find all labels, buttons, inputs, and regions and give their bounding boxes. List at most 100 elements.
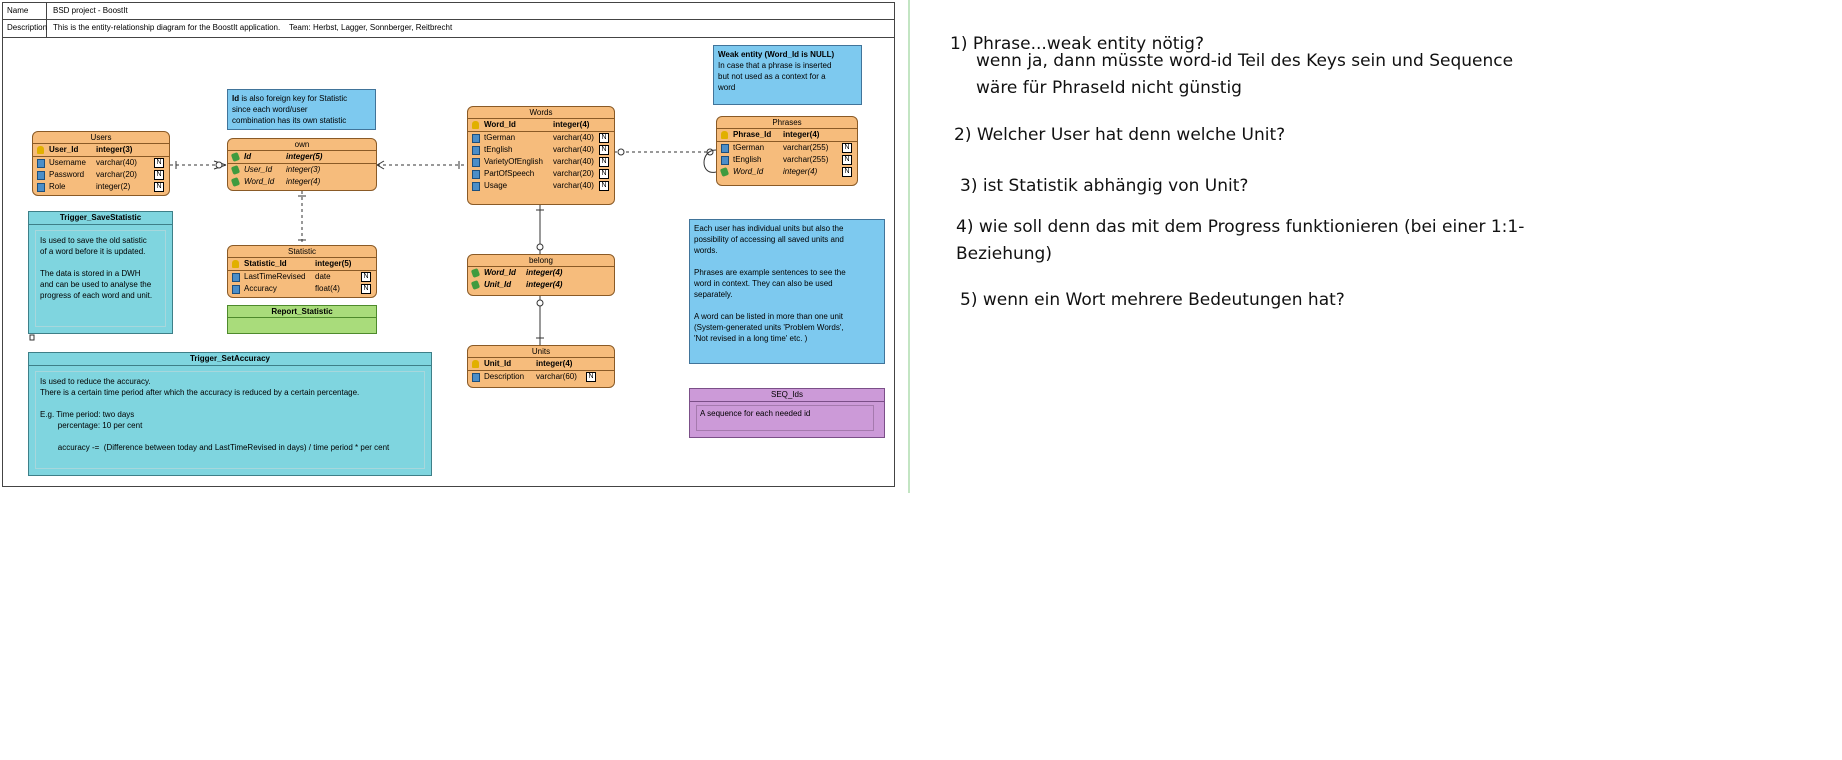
not-null-badge: N — [599, 181, 609, 191]
primary-key-icon — [37, 146, 44, 154]
sequence-body: A sequence for each needed id — [696, 405, 874, 431]
entity-title: Units — [468, 346, 614, 358]
sequence-title: SEQ_Ids — [690, 389, 884, 402]
erd-canvas: Name BSD project - BoostIt Description T… — [0, 0, 900, 490]
column-name: Password — [49, 170, 85, 179]
column-icon — [472, 158, 480, 167]
not-null-badge: N — [154, 158, 164, 168]
column-icon — [472, 182, 480, 191]
primary-key-icon — [721, 131, 728, 139]
column-type: integer(3) — [96, 145, 133, 154]
sequence-ids[interactable]: SEQ_Ids A sequence for each needed id — [689, 388, 885, 438]
column-icon — [232, 273, 240, 282]
foreign-key-icon — [230, 165, 241, 175]
column-type: integer(4) — [286, 177, 321, 186]
column-type: varchar(60) — [536, 372, 577, 381]
units-explanation-note[interactable]: Each user has individual units but also … — [689, 219, 885, 364]
column-type: integer(4) — [526, 280, 563, 289]
foreign-key-icon — [719, 167, 730, 177]
column-icon — [232, 285, 240, 294]
column-icon — [37, 159, 45, 168]
foreign-key-icon — [230, 152, 241, 162]
column-type: integer(4) — [783, 167, 818, 176]
column-type: integer(4) — [783, 130, 820, 139]
entity-title: belong — [468, 255, 614, 267]
column-name: tEnglish — [733, 155, 762, 164]
trigger-save-statistic[interactable]: Trigger_SaveStatistic Is used to save th… — [28, 211, 173, 334]
foreign-key-icon — [470, 280, 481, 290]
column-name: Statistic_Id — [244, 259, 287, 268]
many-marker — [376, 160, 385, 166]
many-marker — [376, 164, 385, 170]
not-null-badge: N — [361, 284, 371, 294]
column-type: integer(4) — [553, 120, 590, 129]
column-type: varchar(40) — [96, 158, 137, 167]
description-row: Description This is the entity-relations… — [2, 19, 895, 38]
not-null-badge: N — [586, 372, 596, 382]
entity-title: Phrases — [717, 117, 857, 129]
question-1-detail-2: wäre für PhraseId nicht günstig — [976, 78, 1242, 98]
optional-marker — [536, 299, 544, 307]
column-type: integer(3) — [286, 165, 321, 174]
weak-entity-note[interactable]: Weak entity (Word_Id is NULL) In case th… — [713, 45, 862, 105]
column-name: tGerman — [733, 143, 765, 152]
trigger-body: Is used to reduce the accuracy. There is… — [35, 371, 425, 469]
entity-title: own — [228, 139, 376, 151]
not-null-badge: N — [599, 145, 609, 155]
project-description: This is the entity-relationship diagram … — [53, 23, 453, 32]
units-entity[interactable]: Units Unit_Id integer(4) Description varch… — [467, 345, 615, 388]
id-foreign-key-note[interactable]: Id is also foreign key for Statistic sin… — [227, 89, 376, 130]
column-icon — [37, 171, 45, 180]
entity-title: Users — [33, 132, 169, 144]
not-null-badge: N — [154, 182, 164, 192]
report-statistic[interactable]: Report_Statistic — [227, 305, 377, 334]
column-icon — [721, 144, 729, 153]
note-title: Weak entity (Word_Id is NULL) — [718, 50, 835, 59]
not-null-badge: N — [842, 167, 852, 177]
trigger-set-accuracy[interactable]: Trigger_SetAccuracy Is used to reduce th… — [28, 352, 432, 476]
column-name: Word_Id — [484, 268, 516, 277]
project-name: BSD project - BoostIt — [53, 6, 128, 15]
table-row: User_Id integer(3) — [33, 144, 169, 157]
not-null-badge: N — [599, 133, 609, 143]
name-label: Name — [3, 3, 47, 19]
column-name: User_Id — [49, 145, 79, 154]
column-type: integer(4) — [536, 359, 573, 368]
entity-title: Statistic — [228, 246, 376, 258]
column-icon — [472, 134, 480, 143]
question-1: 1) Phrase...weak entity nötig? — [950, 34, 1204, 54]
column-name: Unit_Id — [484, 359, 512, 368]
not-null-badge: N — [842, 143, 852, 153]
column-name: Word_Id — [733, 167, 764, 176]
question-5: 5) wenn ein Wort mehrere Bedeutungen hat… — [960, 290, 1345, 310]
column-name: Description — [484, 372, 525, 381]
column-name: tEnglish — [484, 145, 513, 154]
trigger-title: Trigger_SaveStatistic — [29, 212, 172, 225]
primary-key-icon — [232, 260, 239, 268]
report-title: Report_Statistic — [228, 306, 376, 318]
not-null-badge: N — [154, 170, 164, 180]
column-icon — [721, 156, 729, 165]
not-null-badge: N — [599, 169, 609, 179]
question-3: 3) ist Statistik abhängig von Unit? — [960, 176, 1249, 196]
table-row: Description varchar(60) N — [468, 371, 614, 383]
